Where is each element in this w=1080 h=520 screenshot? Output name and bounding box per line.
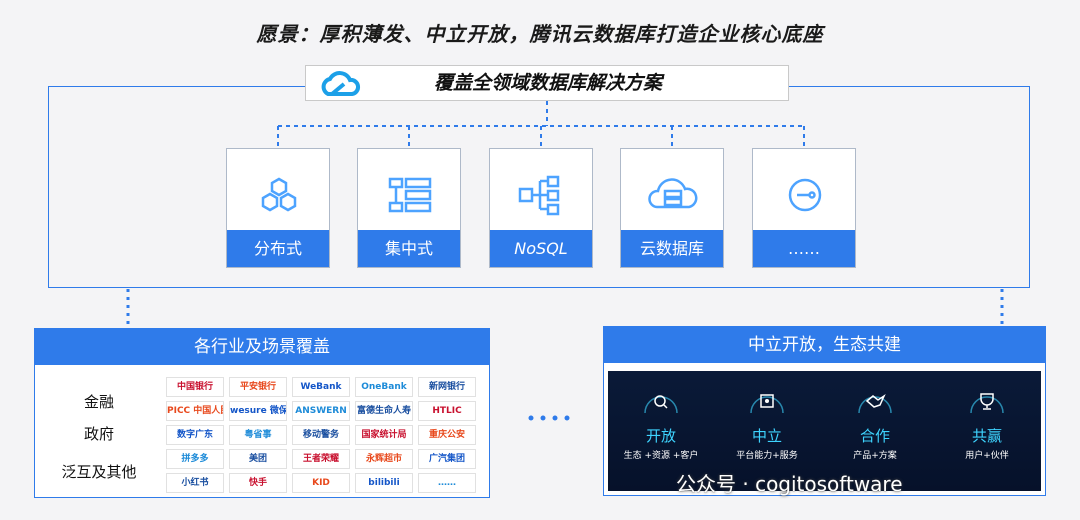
customer-logo: 平安银行 <box>229 377 287 397</box>
category-card-cloud-database: 云数据库 <box>620 148 724 268</box>
search-gauge-icon <box>644 395 678 414</box>
ecosystem-banner: 开放 生态 +资源 +客户 中立 平台能力+服务 合作 产品+方案 共赢 <box>608 371 1041 491</box>
customer-logo: 广汽集团 <box>418 449 476 469</box>
customer-logo: 王者荣耀 <box>292 449 350 469</box>
pillar-subtitle: 用户+伙伴 <box>965 451 1009 461</box>
category-label: 分布式 <box>227 230 329 267</box>
industry-panel-title: 各行业及场景覆盖 <box>35 329 489 365</box>
category-label: 集中式 <box>358 230 460 267</box>
tencent-cloud-logo <box>321 71 361 96</box>
customer-logo: 国家统计局 <box>355 425 413 445</box>
pillar-title: 共赢 <box>971 427 1002 445</box>
customer-logo: bilibili <box>355 473 413 493</box>
page-title: 愿景：厚积薄发、中立开放，腾讯云数据库打造企业核心底座 <box>256 22 824 46</box>
customer-logo: 小红书 <box>166 473 224 493</box>
customer-logo: 永辉超市 <box>355 449 413 469</box>
category-label: …… <box>753 230 855 267</box>
category-label: 云数据库 <box>621 230 723 267</box>
category-card-distributed: 分布式 <box>226 148 330 268</box>
ecosystem-panel: 中立开放，生态共建 开放 生态 +资源 +客户 中立 平台能力+服务 合作 产品 <box>603 326 1046 496</box>
pillar-open: 开放 生态 +资源 +客户 <box>616 383 706 461</box>
chip-gauge-icon <box>750 394 784 414</box>
category-card-nosql: NoSQL <box>489 148 593 268</box>
category-government: 政府 <box>83 425 114 443</box>
customer-logo: 重庆公安 <box>418 425 476 445</box>
pillar-subtitle: 产品+方案 <box>853 451 897 461</box>
customer-logo: 移动警务 <box>292 425 350 445</box>
category-finance: 金融 <box>83 393 114 411</box>
customer-logo: 富德生命人寿 <box>355 401 413 421</box>
customer-logo: 数字广东 <box>166 425 224 445</box>
customer-logo: 中国银行 <box>166 377 224 397</box>
customer-logo: 快手 <box>229 473 287 493</box>
pillar-subtitle: 平台能力+服务 <box>736 451 798 461</box>
category-card-more: …… <box>752 148 856 268</box>
customer-logo: 新网银行 <box>418 377 476 397</box>
category-internet-other: 泛互及其他 <box>61 463 137 481</box>
more-dots-icon <box>528 415 570 421</box>
category-card-centralized: 集中式 <box>357 148 461 268</box>
customer-logo: 拼多多 <box>166 449 224 469</box>
solutions-header-label: 覆盖全领域数据库解决方案 <box>433 72 662 94</box>
tree-nodes-icon <box>518 175 560 216</box>
customer-logo: PICC 中国人民保险 <box>166 401 224 421</box>
pillar-title: 合作 <box>859 427 890 445</box>
customer-logo: wesure 微保 <box>229 401 287 421</box>
pillar-neutral: 中立 平台能力+服务 <box>722 383 812 461</box>
pillar-win-win: 共赢 用户+伙伴 <box>942 383 1032 461</box>
customer-logo: WeBank <box>292 377 350 397</box>
stacked-bars-icon <box>388 177 432 213</box>
hexagon-cluster-icon <box>261 177 297 212</box>
trophy-gauge-icon <box>970 393 1004 414</box>
pillar-subtitle: 生态 +资源 +客户 <box>623 451 699 461</box>
customer-logo: ANSWERN <box>292 401 350 421</box>
wechat-watermark: 公众号 · cogitosoftware <box>676 472 903 496</box>
handshake-gauge-icon <box>858 393 892 414</box>
pillar-title: 开放 <box>645 427 676 445</box>
customer-logo: KID <box>292 473 350 493</box>
pillar-title: 中立 <box>751 427 782 445</box>
customer-logo: 粤省事 <box>229 425 287 445</box>
category-label: NoSQL <box>490 230 592 267</box>
customer-logo: OneBank <box>355 377 413 397</box>
customer-logo: …… <box>418 473 476 493</box>
customer-logo: HTLIC <box>418 401 476 421</box>
pillar-cooperate: 合作 产品+方案 <box>830 383 920 461</box>
solutions-header: 覆盖全领域数据库解决方案 <box>305 65 789 101</box>
ecosystem-panel-title: 中立开放，生态共建 <box>604 327 1045 363</box>
customer-logo: 美团 <box>229 449 287 469</box>
cloud-database-icon <box>648 178 698 209</box>
circle-more-icon <box>788 178 822 212</box>
